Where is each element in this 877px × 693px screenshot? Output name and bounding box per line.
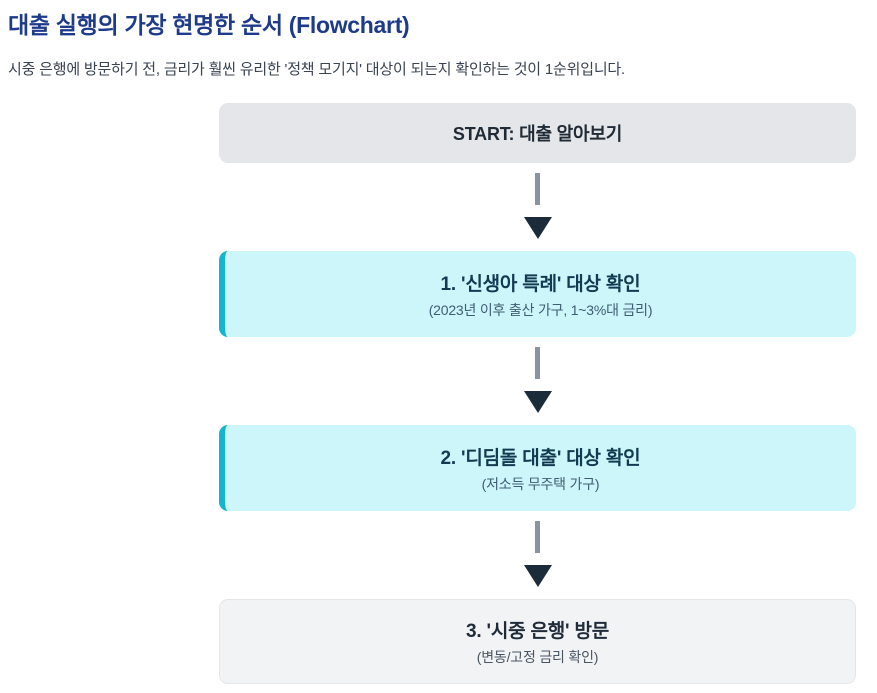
flow-node-subtitle: (저소득 무주택 가구) (481, 475, 600, 492)
flow-node-subtitle: (2023년 이후 출산 가구, 1~3%대 금리) (428, 301, 653, 318)
flow-node-step1: 1. '신생아 특례' 대상 확인 (2023년 이후 출산 가구, 1~3%대… (219, 251, 856, 337)
flow-connector (219, 163, 856, 251)
arrow-shaft (535, 347, 540, 379)
arrow-shaft (535, 521, 540, 553)
flow-node-title: 3. '시중 은행' 방문 (466, 621, 609, 642)
arrow-down-icon (523, 217, 552, 239)
flow-node-step2: 2. '디딤돌 대출' 대상 확인 (저소득 무주택 가구) (219, 425, 856, 511)
flow-node-start: START: 대출 알아보기 (219, 103, 856, 163)
flowchart: START: 대출 알아보기 1. '신생아 특례' 대상 확인 (2023년 … (219, 103, 856, 684)
flow-node-subtitle: (변동/고정 금리 확인) (476, 649, 599, 665)
intro-text: 시중 은행에 방문하기 전, 금리가 훨씬 유리한 '정책 모기지' 대상이 되… (8, 61, 625, 78)
arrow-down-icon (523, 565, 552, 587)
flow-node-title: 2. '디딤돌 대출' 대상 확인 (440, 447, 641, 469)
arrow-down-icon (523, 391, 552, 413)
flow-connector (219, 337, 856, 425)
flow-node-title: 1. '신생아 특례' 대상 확인 (440, 273, 641, 295)
flow-node-step3: 3. '시중 은행' 방문 (변동/고정 금리 확인) (219, 599, 856, 684)
flow-connector (219, 511, 856, 599)
page-title: 대출 실행의 가장 현명한 순서 (Flowchart) (8, 12, 410, 38)
flow-node-title: START: 대출 알아보기 (452, 124, 623, 144)
arrow-shaft (535, 173, 540, 205)
